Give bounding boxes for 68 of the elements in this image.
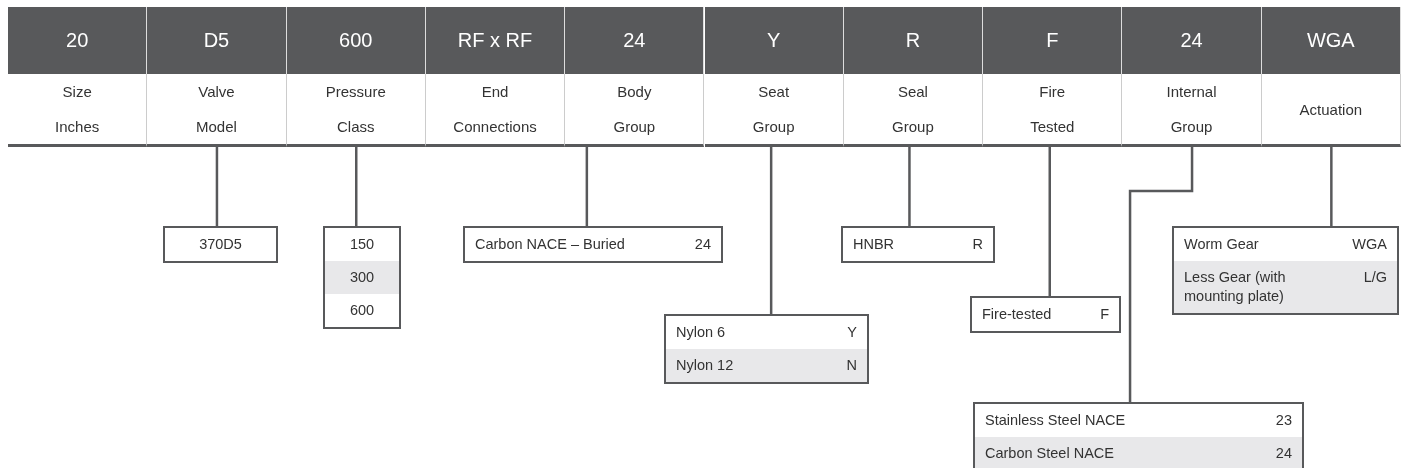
code-column	[1261, 7, 1401, 147]
option-box	[463, 226, 723, 263]
column-description: Seal Group	[892, 82, 934, 137]
option-box	[970, 296, 1121, 333]
leader-line	[769, 147, 773, 314]
code-header: RF x RF	[425, 7, 566, 74]
column-description: Size Inches	[55, 82, 100, 137]
code-header: 600	[286, 7, 426, 74]
leader-line	[1048, 147, 1051, 296]
column-description: Fire Tested	[1030, 82, 1075, 137]
option-code: 370D5	[199, 235, 242, 254]
column-description: End Connections	[453, 82, 537, 137]
option-code: 24	[694, 235, 711, 254]
option-code: 24	[1275, 444, 1292, 463]
code-header: D5	[147, 7, 287, 74]
option-name: Nylon 12	[676, 356, 734, 375]
option-code: 23	[1275, 411, 1292, 430]
option-name: Less Gear (with mounting plate)	[1184, 268, 1287, 306]
code-column	[565, 7, 705, 147]
option-name: HNBR	[853, 235, 895, 254]
column-description: Internal Group	[1166, 82, 1217, 137]
code-column	[983, 7, 1123, 147]
leader-line	[1128, 147, 1194, 402]
option-name: Fire-tested	[982, 305, 1052, 324]
option-box	[323, 226, 401, 329]
option-code: WGA	[1352, 235, 1387, 254]
option-box	[841, 226, 995, 263]
option-code: Y	[847, 323, 857, 342]
code-column	[425, 7, 566, 147]
option-box	[1172, 226, 1399, 315]
code-header: 20	[8, 7, 148, 74]
code-header: 24	[565, 7, 705, 74]
option-box	[163, 226, 278, 263]
code-header: F	[983, 7, 1123, 74]
leader-line	[585, 147, 589, 226]
column-description: Seat Group	[752, 82, 795, 137]
column-description: Actuation	[1299, 99, 1363, 120]
option-code: F	[1100, 305, 1109, 324]
option-code: 600	[349, 301, 375, 320]
code-column	[843, 7, 984, 147]
code-header: 24	[1122, 7, 1262, 74]
option-name: Carbon Steel NACE	[985, 444, 1114, 463]
leader-line	[1330, 147, 1333, 226]
option-box	[973, 402, 1304, 468]
code-column	[8, 7, 148, 147]
option-code: L/G	[1363, 268, 1387, 287]
leader-line	[355, 147, 358, 226]
code-header: R	[843, 7, 984, 74]
option-code: 150	[349, 235, 375, 254]
leader-line	[215, 147, 219, 226]
column-description: Body Group	[613, 82, 656, 137]
code-header: WGA	[1261, 7, 1401, 74]
option-code: 300	[349, 268, 375, 287]
option-name: Carbon NACE – Buried	[475, 235, 625, 254]
option-code: R	[972, 235, 983, 254]
option-box	[664, 314, 869, 384]
option-name: Stainless Steel NACE	[985, 411, 1126, 430]
column-description: Valve Model	[196, 82, 237, 137]
option-code: N	[846, 356, 857, 375]
code-column	[704, 7, 844, 147]
code-header: Y	[704, 7, 844, 74]
column-description: Pressure Class	[325, 82, 386, 137]
code-column	[286, 7, 426, 147]
leader-line	[908, 147, 911, 226]
code-column	[147, 7, 287, 147]
option-name: Nylon 6	[676, 323, 726, 342]
option-name: Worm Gear	[1184, 235, 1260, 254]
code-column	[1122, 7, 1262, 147]
